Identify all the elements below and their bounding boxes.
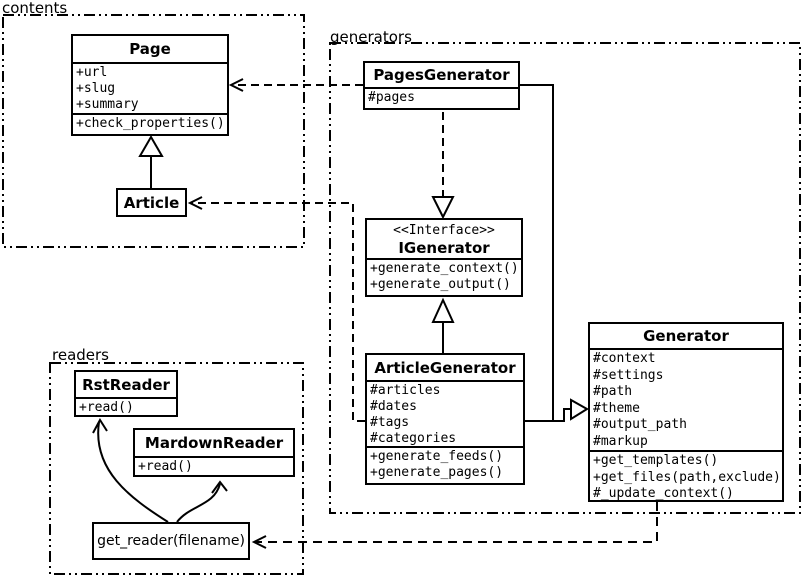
function-box-getreader: get_reader(filename) (92, 522, 250, 560)
class-methods-generator: +get_templates() +get_files(path,exclude… (590, 450, 782, 502)
class-methods-mardownreader: +read() (135, 456, 293, 475)
package-label-contents: contents (2, 0, 68, 17)
class-title-pagesgenerator: PagesGenerator (373, 66, 510, 84)
class-box-generator: Generator #context #settings #path #them… (588, 322, 784, 502)
generalization-article-page (138, 135, 164, 188)
package-label-readers: readers (52, 346, 109, 364)
attribute: #context (593, 351, 656, 366)
method: +generate_output() (370, 277, 511, 292)
function-label-getreader: get_reader(filename) (97, 533, 245, 549)
class-box-mardownreader: MardownReader +read() (133, 428, 295, 477)
class-attributes-pagesgenerator: #pages (365, 87, 518, 108)
dependency-generator-getreader (251, 502, 658, 549)
realization-pagesgenerator-igenerator (431, 112, 455, 220)
class-title-articlegenerator: ArticleGenerator (374, 358, 516, 377)
class-attributes-articlegenerator: #articles #dates #tags #categories (367, 380, 523, 446)
class-title-igenerator: IGenerator (398, 239, 490, 257)
generalization-articlegenerator-igenerator (431, 297, 455, 353)
class-box-articlegenerator: ArticleGenerator #articles #dates #tags … (365, 353, 525, 485)
class-box-rstreader: RstReader +read() (74, 370, 178, 417)
class-title-rstreader: RstReader (82, 375, 170, 394)
attribute: #markup (593, 433, 648, 449)
method: #_update_context() (593, 486, 734, 501)
class-methods-igenerator: +generate_context() +generate_output() (367, 258, 521, 295)
package-border-readers (49, 362, 304, 575)
package-border-contents (2, 14, 305, 248)
package-border-generators (329, 42, 801, 514)
class-box-page: Page +url +slug +summary +check_properti… (71, 34, 229, 136)
method: +generate_feeds() (370, 449, 504, 464)
attribute: #articles (370, 383, 441, 398)
class-box-igenerator: <<Interface>> IGenerator +generate_conte… (365, 218, 523, 297)
method: +read() (138, 459, 193, 474)
call-getreader-rstreader (92, 418, 169, 523)
method: +check_properties() (76, 116, 225, 131)
class-header-igenerator: <<Interface>> IGenerator (367, 220, 521, 258)
class-methods-rstreader: +read() (76, 397, 176, 415)
attribute: #path (593, 384, 633, 399)
class-title-article: Article (123, 193, 180, 212)
attribute: +url (76, 65, 108, 80)
method: +get_files(path,exclude) (593, 469, 781, 485)
attribute: #tags (370, 415, 410, 430)
class-box-article: Article (116, 188, 187, 217)
class-attributes-generator: #context #settings #path #theme #output_… (590, 348, 782, 450)
class-box-pagesgenerator: PagesGenerator #pages (363, 61, 520, 110)
class-title-mardownreader: MardownReader (144, 434, 284, 452)
attribute: #categories (370, 431, 457, 446)
class-title-generator: Generator (643, 327, 729, 345)
generalization-generators-generator (520, 84, 589, 422)
class-methods-page: +check_properties() (73, 113, 227, 134)
attribute: +summary (76, 97, 139, 112)
attribute: #pages (368, 90, 415, 105)
attribute: #theme (593, 400, 640, 416)
attribute: #output_path (593, 417, 687, 432)
class-methods-articlegenerator: +generate_feeds() +generate_pages() (367, 446, 523, 483)
attribute: #dates (370, 399, 417, 414)
class-title-page: Page (129, 40, 171, 58)
attribute: +slug (76, 81, 116, 96)
call-getreader-mardownreader (176, 480, 228, 523)
method: +get_templates() (593, 453, 719, 468)
attribute: #settings (593, 367, 664, 383)
method: +generate_pages() (370, 465, 504, 480)
dependency-pagesgenerator-page (228, 78, 363, 92)
method: +read() (79, 400, 134, 415)
package-label-generators: generators (330, 28, 412, 46)
dependency-articlegenerator-article (187, 196, 365, 422)
method: +generate_context() (370, 261, 519, 276)
class-attributes-page: +url +slug +summary (73, 62, 227, 113)
class-stereotype-igenerator: <<Interface>> (393, 223, 495, 238)
